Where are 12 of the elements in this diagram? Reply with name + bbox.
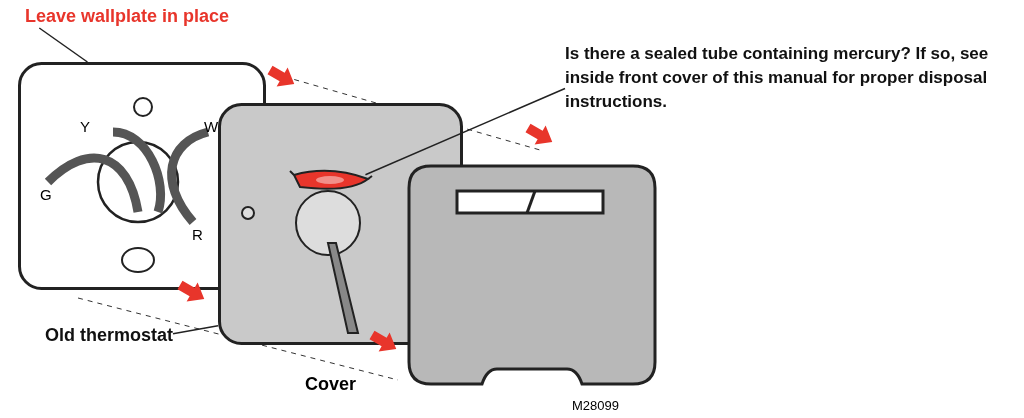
terminal-label: R	[192, 226, 203, 243]
figure-number: M28099	[572, 398, 619, 413]
callout-text: Is there a sealed tube containing mercury? If so, see inside front cover of this manual for proper disposal instructions.	[565, 42, 1015, 117]
callout-text: Leave wallplate in place	[25, 4, 230, 28]
terminal-label: W	[204, 118, 219, 135]
leader-line	[38, 27, 89, 63]
terminal-label: G	[40, 186, 52, 203]
terminal-label: Y	[80, 118, 90, 135]
part-label: Cover	[305, 374, 357, 395]
leader-line	[172, 324, 219, 335]
leader-line	[364, 87, 566, 176]
callout-text: Old thermostat	[45, 323, 173, 347]
